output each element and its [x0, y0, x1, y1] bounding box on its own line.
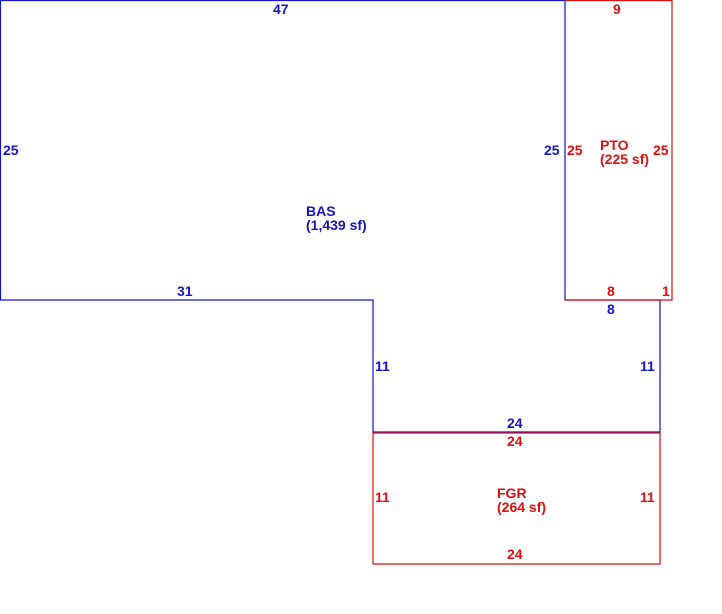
- pto-area-code: PTO: [600, 137, 629, 153]
- fgr-left-dimension: 11: [375, 489, 390, 505]
- pto-left-dimension: 25: [567, 142, 583, 158]
- pto-bottom-dimension: 8: [607, 283, 615, 299]
- bas-top-dimension: 47: [273, 1, 289, 17]
- pto-area-label: PTO (225 sf): [600, 138, 649, 166]
- bas-bottom-left-dimension: 31: [177, 283, 193, 299]
- fgr-area-size: (264 sf): [497, 499, 547, 515]
- fgr-area-code: FGR: [497, 485, 527, 501]
- pto-right-dimension: 25: [653, 142, 669, 158]
- fgr-bottom-dimension: 24: [507, 546, 523, 562]
- fgr-outline: [372, 432, 661, 565]
- bas-right-upper-dimension: 25: [544, 142, 560, 158]
- bas-bottom-dimension: 24: [507, 415, 523, 431]
- bas-inner-right-dimension: 11: [640, 358, 655, 374]
- bas-area-size: (1,439 sf): [306, 217, 367, 233]
- pto-area-size: (225 sf): [600, 151, 650, 167]
- bas-area-code: BAS: [306, 203, 336, 219]
- fgr-top-dimension: 24: [507, 433, 523, 449]
- pto-outline: [565, 0, 673, 301]
- bas-right-notch-dimension: 8: [607, 301, 615, 317]
- fgr-right-dimension: 11: [640, 489, 655, 505]
- bas-left-dimension: 25: [3, 142, 19, 158]
- pto-bottom-right-dimension: 1: [662, 283, 670, 299]
- bas-outline: [0, 0, 661, 433]
- pto-top-dimension: 9: [613, 1, 621, 17]
- bas-area-label: BAS (1,439 sf): [306, 204, 367, 232]
- fgr-area-label: FGR (264 sf): [497, 486, 546, 514]
- bas-inner-left-dimension: 11: [375, 358, 390, 374]
